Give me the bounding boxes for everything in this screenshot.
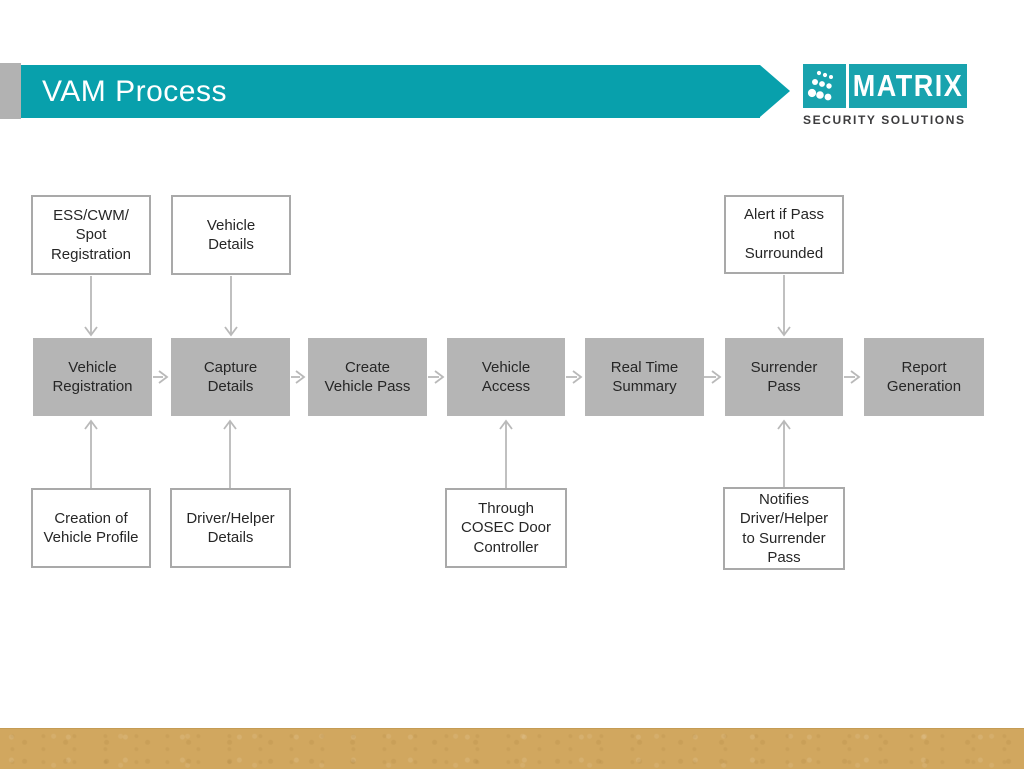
flow-box-through-cosec-door-controller: Through COSEC Door Controller [445,488,567,568]
up-connector-creation-to-vehicle-registration [84,419,98,488]
accent-block [0,63,21,119]
flow-box-label: Capture Details [203,358,258,396]
banner-arrow-tip [760,65,790,117]
footer-texture-band [0,728,1024,769]
flow-box-label: Through COSEC Door Controller [460,499,552,556]
flow-box-vehicle-details: Vehicle Details [171,195,291,275]
logo-brand-box: MATRIX [849,64,967,108]
flow-box-ess-cwm-spot-registration: ESS/CWM/ Spot Registration [31,195,151,275]
flow-box-vehicle-registration: Vehicle Registration [33,338,152,416]
flow-box-capture-details: Capture Details [171,338,290,416]
flow-box-label: Alert if Pass not Surrounded [743,206,825,263]
right-arrow-create-vehicle-pass-to-vehicle-access [428,370,445,384]
flow-box-label: ESS/CWM/ Spot Registration [50,206,132,263]
matrix-logo: MATRIX SECURITY SOLUTIONS [803,64,971,130]
up-connector-cosec-to-vehicle-access [499,419,513,488]
right-arrow-vehicle-registration-to-capture-details [153,370,169,384]
right-arrow-capture-details-to-create-vehicle-pass [291,370,306,384]
title-banner: VAM Process [21,65,760,118]
flow-box-label: Vehicle Details [206,216,256,254]
flow-box-label: Real Time Summary [610,358,679,396]
up-connector-driver-details-to-capture-details [223,419,237,488]
flow-box-label: Vehicle Access [481,358,531,396]
flow-box-surrender-pass: Surrender Pass [725,338,843,416]
down-connector-vehicle-details-to-capture-details [224,276,238,337]
logo-dots-icon [803,64,846,108]
flow-box-driver-helper-details: Driver/Helper Details [170,488,291,568]
flow-box-label: Report Generation [886,358,962,396]
logo-tagline: SECURITY SOLUTIONS [803,113,966,127]
logo-brand-text: MATRIX [852,68,964,103]
flow-box-label: Surrender Pass [750,358,818,396]
right-arrow-real-time-summary-to-surrender-pass [704,370,722,384]
flow-box-report-generation: Report Generation [864,338,984,416]
flow-box-alert-if-pass-not-surrounded: Alert if Pass not Surrounded [724,195,844,274]
flow-box-label: Create Vehicle Pass [324,358,411,396]
flow-box-vehicle-access: Vehicle Access [447,338,565,416]
flow-box-real-time-summary: Real Time Summary [585,338,704,416]
slide-title: VAM Process [42,74,227,108]
flow-box-label: Driver/Helper Details [186,509,275,547]
down-connector-ess-to-vehicle-registration [84,276,98,337]
up-connector-notifies-to-surrender-pass [777,419,791,487]
flow-box-label: Notifies Driver/Helper to Surrender Pass [739,490,829,567]
flow-box-creation-of-vehicle-profile: Creation of Vehicle Profile [31,488,151,568]
right-arrow-vehicle-access-to-real-time-summary [566,370,583,384]
flow-box-notifies-driver-helper-to-surrender-pass: Notifies Driver/Helper to Surrender Pass [723,487,845,570]
logo-top-row: MATRIX [803,64,971,108]
right-arrow-surrender-pass-to-report-generation [844,370,861,384]
down-connector-alert-to-surrender-pass [777,275,791,337]
flow-box-label: Vehicle Registration [52,358,133,396]
flow-box-label: Creation of Vehicle Profile [43,509,139,547]
flow-box-create-vehicle-pass: Create Vehicle Pass [308,338,427,416]
